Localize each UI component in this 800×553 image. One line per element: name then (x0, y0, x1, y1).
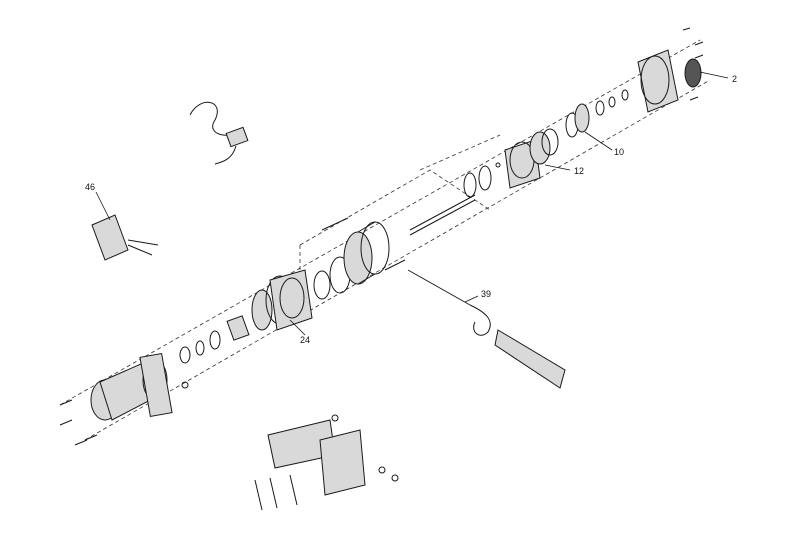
planetary-gear-set (565, 89, 629, 138)
drive-shaft (409, 194, 476, 236)
callout-46: 46 (85, 182, 95, 192)
callout-leaders (95, 71, 729, 336)
gear-carrier-assembly (504, 128, 559, 189)
gear-housing (637, 27, 704, 113)
brake-housing-assembly (251, 269, 313, 331)
callout-12: 12 (574, 166, 584, 176)
remote-control-cable (189, 101, 249, 165)
mounting-bracket (254, 414, 399, 511)
seal-rings (463, 162, 501, 198)
callout-39: 39 (481, 289, 491, 299)
cable-drum (313, 217, 406, 300)
callout-10: 10 (614, 147, 624, 157)
callout-labels: 2 10 12 24 39 46 (85, 74, 737, 345)
wire-rope-hook (407, 269, 566, 389)
solenoid-contactor (91, 214, 159, 261)
callout-2: 2 (732, 74, 737, 84)
motor-assembly (59, 352, 173, 446)
callout-24: 24 (300, 335, 310, 345)
motor-bolts (59, 399, 98, 446)
motor-coupler-parts (179, 315, 250, 389)
